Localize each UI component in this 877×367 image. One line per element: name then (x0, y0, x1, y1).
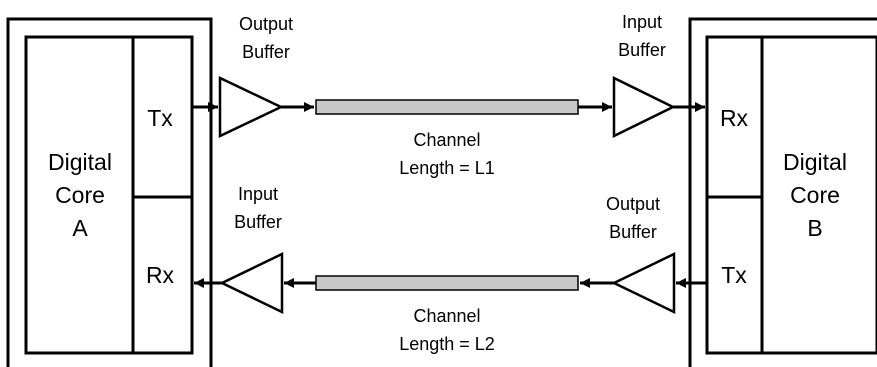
top-channel-bar (315, 99, 579, 115)
top-input-buffer-triangle (612, 75, 676, 139)
left-core-label-line1: Digital (48, 149, 112, 175)
bottom-input-buffer-label-line2: Buffer (234, 212, 282, 232)
left-rx-label: Rx (146, 262, 175, 288)
top-signal-path: Output Buffer Input Buffer Channel Lengt… (192, 12, 705, 178)
left-core-label-line3: A (72, 215, 88, 241)
left-chip: Digital Core A Tx Rx (6, 17, 213, 367)
top-input-buffer-label-line2: Buffer (618, 40, 666, 60)
right-chip: Digital Core B Rx Tx (688, 17, 877, 367)
left-tx-label: Tx (147, 105, 173, 131)
bottom-channel-bar (315, 275, 579, 291)
right-rx-label: Rx (720, 105, 749, 131)
bottom-channel-label-line2: Length = L2 (399, 334, 495, 354)
right-core-label-line1: Digital (783, 149, 847, 175)
left-core-label-line2: Core (55, 182, 105, 208)
bottom-input-buffer-label-line1: Input (238, 184, 278, 204)
right-core-block (705, 35, 877, 355)
bottom-output-buffer-triangle (611, 252, 676, 314)
bottom-input-buffer-triangle (219, 252, 284, 314)
top-output-buffer-triangle (218, 76, 284, 138)
right-core-label-line2: Core (790, 182, 840, 208)
left-core-block (24, 35, 194, 355)
top-channel-label-line2: Length = L1 (399, 158, 495, 178)
bottom-channel-label-line1: Channel (413, 306, 480, 326)
right-chip-outline (688, 17, 877, 367)
right-tx-label: Tx (721, 262, 747, 288)
bottom-output-buffer-label-line1: Output (606, 194, 660, 214)
left-chip-outline (6, 17, 213, 367)
top-output-buffer-label-line1: Output (239, 14, 293, 34)
bottom-signal-path: Input Buffer Output Buffer Channel Lengt… (194, 184, 707, 354)
bottom-output-buffer-label-line2: Buffer (609, 222, 657, 242)
top-output-buffer-label-line2: Buffer (242, 42, 290, 62)
right-core-label-line3: B (807, 215, 822, 241)
top-channel-label-line1: Channel (413, 130, 480, 150)
top-input-buffer-label-line1: Input (622, 12, 662, 32)
